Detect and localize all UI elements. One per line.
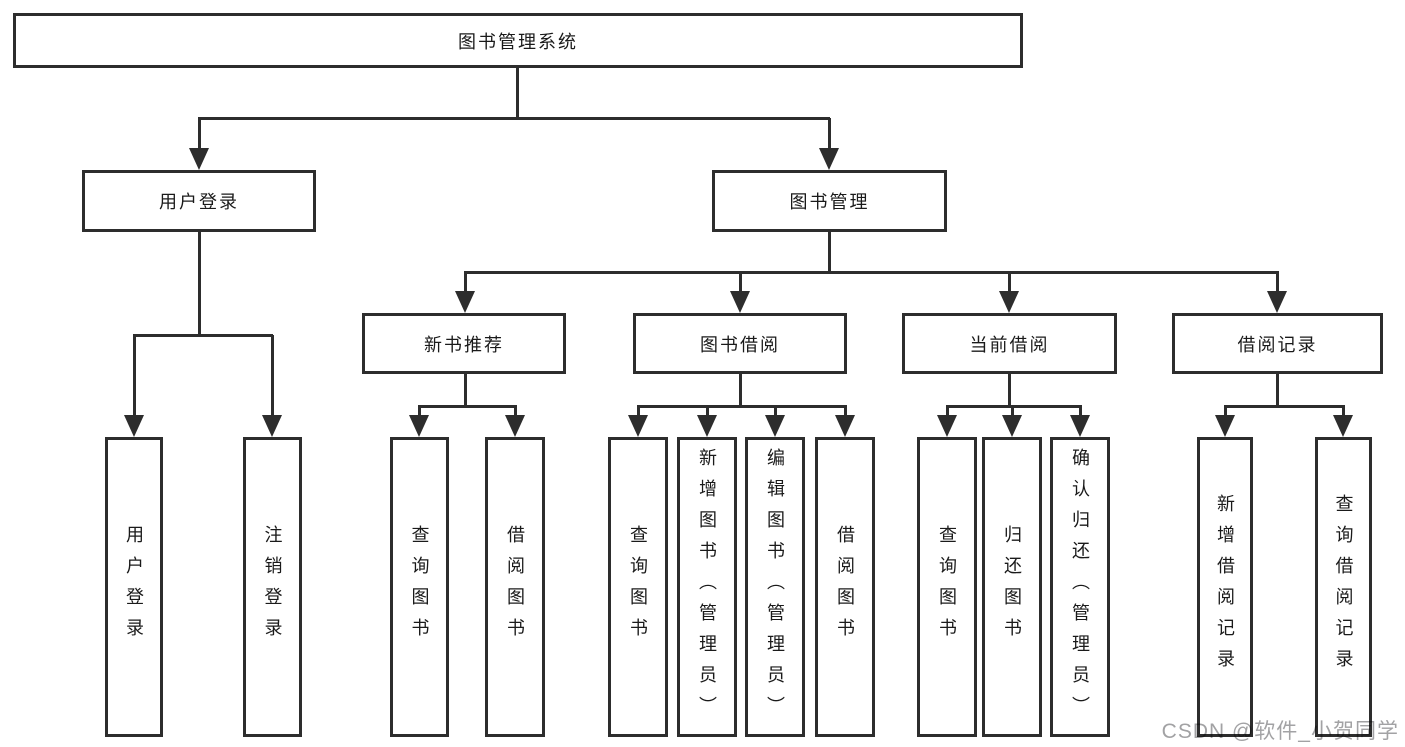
arrowhead-down-icon	[835, 415, 855, 437]
connector-line	[1011, 405, 1014, 417]
connector-line	[464, 271, 1278, 274]
connector-line	[198, 232, 201, 335]
leaf-borrow-borrow-book: 借阅图书	[815, 437, 875, 737]
leaf-label: 归还图书	[1002, 525, 1022, 649]
leaf-label: 查询图书	[628, 525, 648, 649]
connector-line	[844, 405, 847, 417]
connector-line	[464, 271, 467, 293]
arrowhead-down-icon	[1267, 291, 1287, 313]
connector-line	[1276, 374, 1279, 407]
leaf-label: 查询借阅记录	[1333, 494, 1354, 680]
connector-line	[1224, 405, 1344, 408]
arrowhead-down-icon	[505, 415, 525, 437]
arrowhead-down-icon	[765, 415, 785, 437]
leaf-label: 查询图书	[937, 525, 957, 649]
node-borrow-records-label: 借阅记录	[1237, 334, 1318, 355]
connector-line	[706, 405, 709, 417]
arrowhead-down-icon	[189, 148, 209, 170]
node-root: 图书管理系统	[13, 13, 1023, 68]
leaf-label: 借阅图书	[505, 525, 525, 649]
node-book-management: 图书管理	[712, 170, 947, 232]
node-root-label: 图书管理系统	[458, 31, 578, 52]
node-current-borrow: 当前借阅	[902, 313, 1117, 374]
arrowhead-down-icon	[999, 291, 1019, 313]
connector-line	[418, 405, 421, 417]
arrowhead-down-icon	[262, 415, 282, 437]
connector-line	[739, 374, 742, 407]
connector-line	[828, 232, 831, 273]
arrowhead-down-icon	[730, 291, 750, 313]
node-new-book-recommend: 新书推荐	[362, 313, 566, 374]
connector-line	[739, 271, 742, 293]
connector-line	[516, 68, 519, 118]
leaf-records-add-record: 新增借阅记录	[1197, 437, 1253, 737]
connector-line	[418, 405, 516, 408]
connector-line	[637, 405, 640, 417]
connector-line	[828, 118, 831, 150]
leaf-label: 编辑图书（管理员）	[765, 447, 785, 727]
connector-line	[198, 118, 201, 150]
arrowhead-down-icon	[1070, 415, 1090, 437]
connector-line	[133, 335, 136, 417]
arrowhead-down-icon	[409, 415, 429, 437]
arrowhead-down-icon	[1333, 415, 1353, 437]
leaf-label: 借阅图书	[835, 525, 855, 649]
leaf-current-return-book: 归还图书	[982, 437, 1042, 737]
connector-line	[774, 405, 777, 417]
arrowhead-down-icon	[124, 415, 144, 437]
leaf-borrow-edit-book-admin: 编辑图书（管理员）	[745, 437, 805, 737]
connector-line	[1276, 271, 1279, 293]
leaf-recommend-query-book: 查询图书	[390, 437, 449, 737]
arrowhead-down-icon	[937, 415, 957, 437]
connector-line	[1224, 405, 1227, 417]
connector-line	[946, 405, 949, 417]
connector-line	[946, 405, 1081, 408]
leaf-borrow-add-book-admin: 新增图书（管理员）	[677, 437, 737, 737]
leaf-records-query-record: 查询借阅记录	[1315, 437, 1372, 737]
node-current-borrow-label: 当前借阅	[969, 334, 1050, 355]
connector-line	[514, 405, 517, 417]
leaf-user-login: 用户登录	[105, 437, 163, 737]
leaf-label: 查询图书	[409, 525, 430, 649]
node-new-book-recommend-label: 新书推荐	[424, 334, 504, 355]
connector-line	[198, 117, 830, 120]
connector-line	[1079, 405, 1082, 417]
node-borrow-records: 借阅记录	[1172, 313, 1383, 374]
leaf-label: 确认归还（管理员）	[1070, 447, 1090, 727]
leaf-current-query-book: 查询图书	[917, 437, 977, 737]
connector-line	[1342, 405, 1345, 417]
leaf-recommend-borrow-book: 借阅图书	[485, 437, 545, 737]
leaf-label: 注销登录	[262, 525, 283, 649]
watermark: CSDN @软件_小贺同学	[1161, 720, 1399, 743]
arrowhead-down-icon	[455, 291, 475, 313]
leaf-current-confirm-return-admin: 确认归还（管理员）	[1050, 437, 1110, 737]
node-book-management-label: 图书管理	[789, 192, 870, 212]
connector-line	[637, 405, 846, 408]
arrowhead-down-icon	[1215, 415, 1235, 437]
node-book-borrow-label: 图书借阅	[700, 334, 780, 355]
connector-line	[271, 335, 274, 417]
node-book-borrow: 图书借阅	[633, 313, 847, 374]
arrowhead-down-icon	[819, 148, 839, 170]
leaf-label: 新增图书（管理员）	[697, 447, 717, 727]
arrowhead-down-icon	[628, 415, 648, 437]
leaf-label: 新增借阅记录	[1215, 494, 1235, 680]
leaf-label: 用户登录	[124, 525, 144, 649]
connector-line	[1008, 271, 1011, 293]
leaf-borrow-query-book: 查询图书	[608, 437, 668, 737]
arrowhead-down-icon	[697, 415, 717, 437]
node-user-login-label: 用户登录	[159, 192, 239, 212]
connector-line	[464, 374, 467, 407]
arrowhead-down-icon	[1002, 415, 1022, 437]
node-user-login: 用户登录	[82, 170, 316, 232]
connector-line	[1008, 374, 1011, 407]
connector-line	[133, 334, 273, 337]
leaf-logout: 注销登录	[243, 437, 302, 737]
